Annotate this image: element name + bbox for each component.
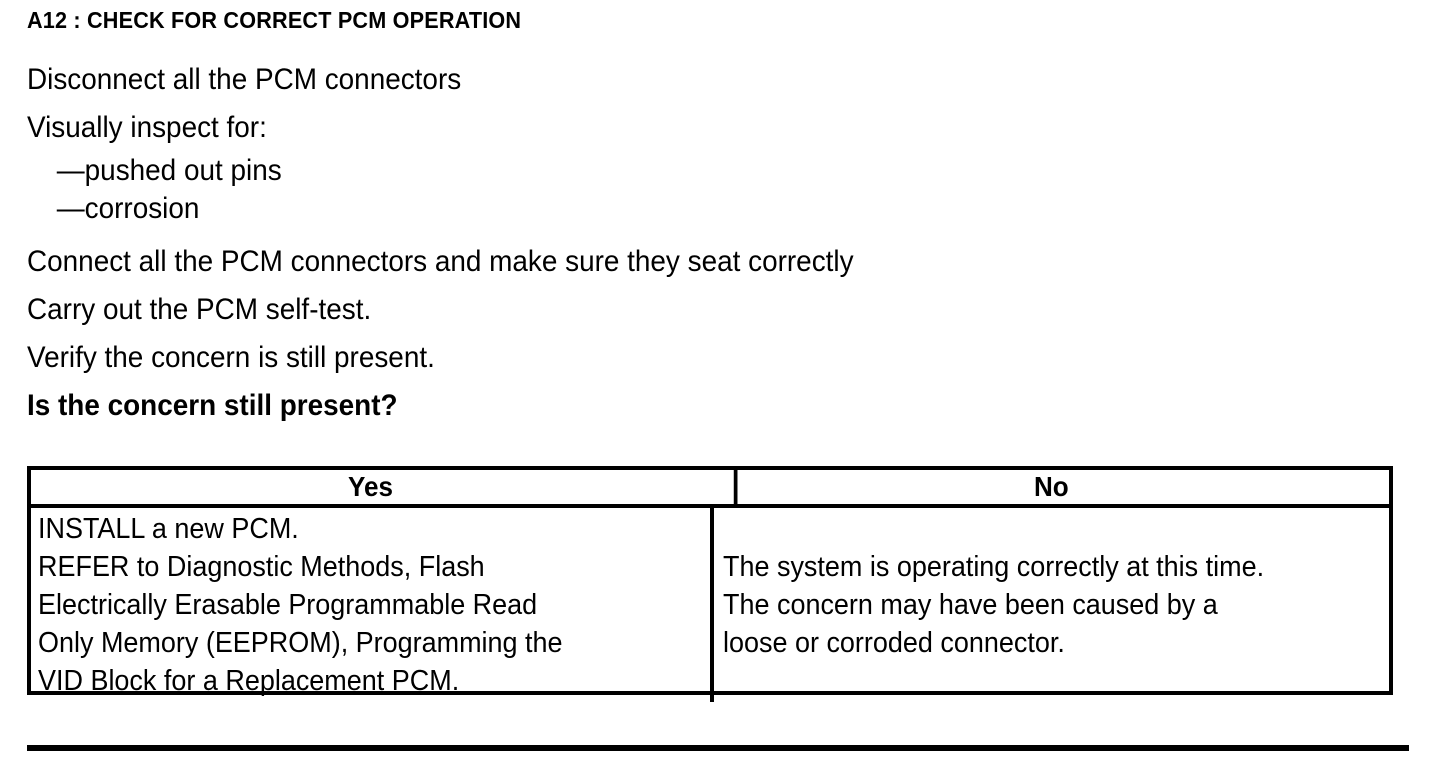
column-header-no: No xyxy=(733,470,1365,504)
decision-question: Is the concern still present? xyxy=(27,389,398,422)
yes-action-line: VID Block for a Replacement PCM. xyxy=(38,665,460,697)
procedure-step: Connect all the PCM connectors and make … xyxy=(27,245,854,278)
no-action-line: The system is operating correctly at thi… xyxy=(723,551,1265,583)
procedure-step: Disconnect all the PCM connectors xyxy=(27,63,462,96)
yes-action-line: INSTALL a new PCM. xyxy=(38,513,299,545)
procedure-step: Carry out the PCM self-test. xyxy=(27,293,372,326)
no-action-line: loose or corroded connector. xyxy=(723,627,1065,659)
decision-table-header-row: Yes No xyxy=(31,470,1389,508)
page-title: A12 : CHECK FOR CORRECT PCM OPERATION xyxy=(27,7,522,33)
procedure-sub-item: —corrosion xyxy=(56,192,200,225)
yes-action-line: Electrically Erasable Programmable Read xyxy=(38,589,538,621)
yes-action-line: REFER to Diagnostic Methods, Flash xyxy=(38,551,485,583)
no-action-cell: The system is operating correctly at thi… xyxy=(710,508,1389,702)
no-action-line: The concern may have been caused by a xyxy=(723,589,1218,621)
procedure-step: Verify the concern is still present. xyxy=(27,341,435,374)
column-header-yes-label: Yes xyxy=(348,471,393,502)
yes-action-line: Only Memory (EEPROM), Programming the xyxy=(38,627,563,659)
decision-table-body-row: INSTALL a new PCM. REFER to Diagnostic M… xyxy=(31,508,1389,702)
column-header-yes: Yes xyxy=(55,470,686,504)
column-header-no-label: No xyxy=(1033,471,1069,502)
decision-table: Yes No INSTALL a new PCM. REFER to Diagn… xyxy=(27,466,1393,702)
yes-action-cell: INSTALL a new PCM. REFER to Diagnostic M… xyxy=(31,508,710,702)
section-divider-rule xyxy=(27,745,1409,751)
procedure-step: Visually inspect for: xyxy=(27,111,267,144)
procedure-sub-item: —pushed out pins xyxy=(56,154,282,187)
procedure-steps-list: Disconnect all the PCM connectors Visual… xyxy=(27,56,1407,430)
